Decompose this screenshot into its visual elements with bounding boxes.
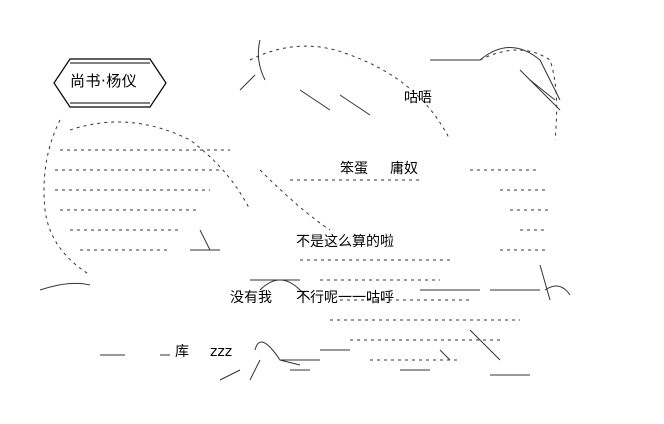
dialogue-text: 不行呢一一咕呼 — [296, 290, 394, 306]
dialogue-text: zzz — [210, 344, 233, 360]
name-tag: 尚书·杨仪 — [70, 72, 138, 90]
dialogue-text: 庸奴 — [390, 161, 418, 177]
dialogue-text: 没有我 — [230, 290, 272, 306]
dialogue-text: 咕唔 — [404, 90, 432, 106]
dialogue-text: 不是这么算的啦 — [296, 234, 394, 250]
name-tag-frame — [53, 58, 167, 108]
dialogue-text: 库 — [175, 344, 189, 360]
dialogue-text: 笨蛋 — [340, 161, 368, 177]
